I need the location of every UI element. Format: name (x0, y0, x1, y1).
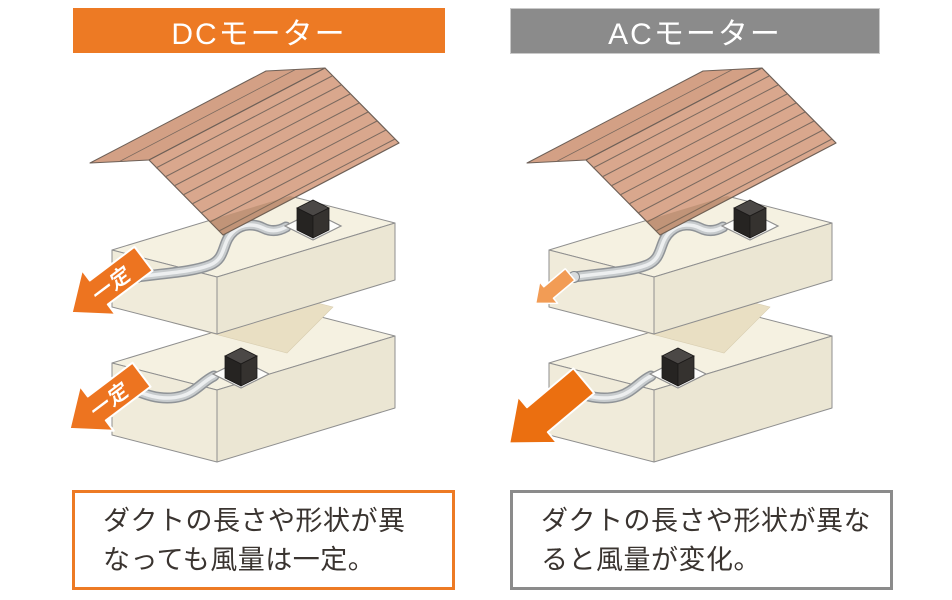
dc-caption-line2: なっても風量は一定。 (103, 545, 376, 575)
ac-header-label: ACモーター (608, 18, 782, 51)
dc-header-label: DCモーター (171, 17, 347, 51)
ac-header-bar: ACモーター (510, 8, 880, 54)
ac-upper-airflow-arrow-weak (534, 268, 576, 305)
ac-illustration (508, 60, 897, 480)
ac-lower-airflow-arrow-strong (508, 367, 596, 445)
dc-caption-box: ダクトの長さや形状が異 なっても風量は一定。 (72, 490, 455, 590)
ac-caption-box: ダクトの長さや形状が異な ると風量が変化。 (510, 490, 893, 590)
dc-header-bar: DCモーター (73, 8, 445, 53)
dc-caption-line1: ダクトの長さや形状が異 (103, 506, 406, 536)
dc-motor-panel: DCモーター 一定 一定 ダクトの長さや形状が異 なっても風量は一定。 (68, 8, 460, 590)
ac-caption-line2: ると風量が変化。 (541, 545, 761, 575)
dc-illustration: 一定 一定 (68, 60, 460, 480)
ac-caption-line1: ダクトの長さや形状が異な (541, 506, 871, 536)
ac-motor-panel: ACモーター ダクトの長さや形状が異な ると風量が変化。 (476, 0, 952, 600)
